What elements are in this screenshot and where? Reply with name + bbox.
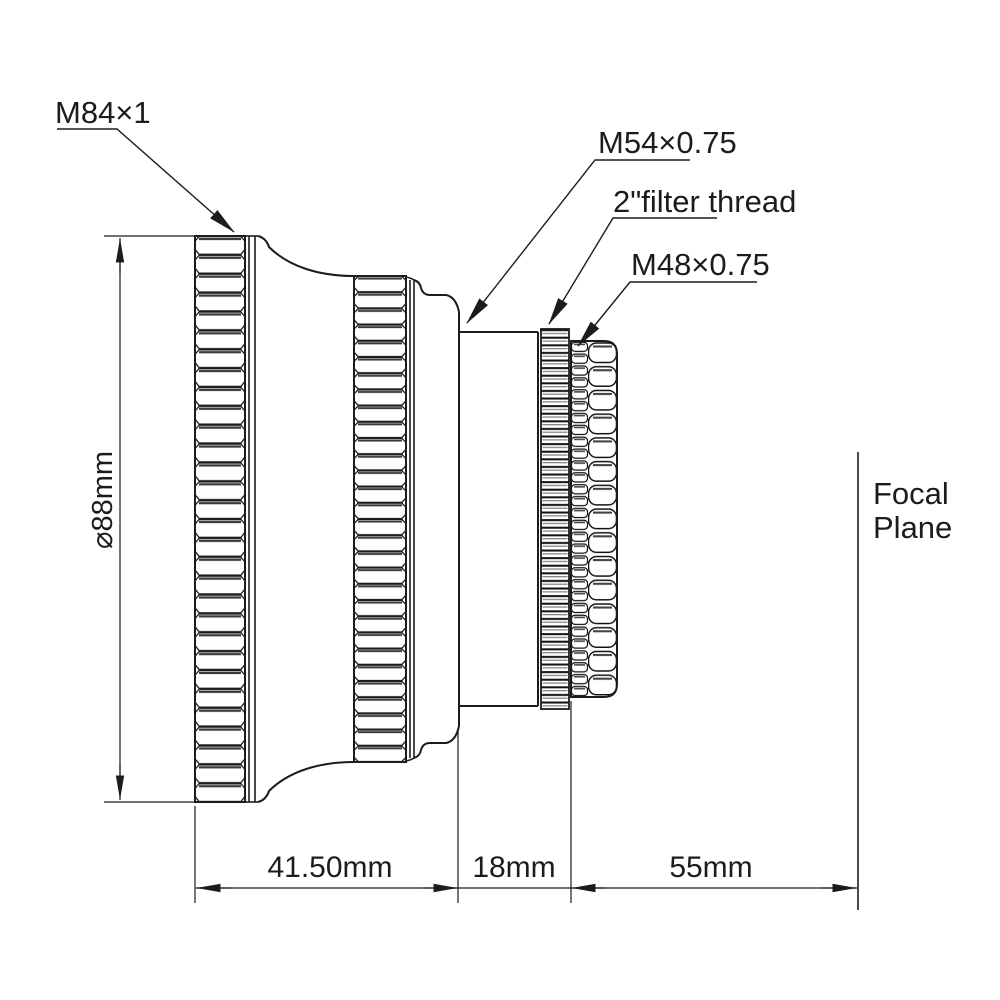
dim-diameter: ⌀88mm <box>87 451 119 549</box>
label-filter-thread: 2"filter thread <box>613 184 796 219</box>
label-m48: M48×0.75 <box>631 247 770 282</box>
label-focal-plane-1: Focal <box>873 476 949 511</box>
leader-m54 <box>466 159 690 324</box>
leader-lines <box>57 128 757 347</box>
label-focal-plane-2: Plane <box>873 510 952 545</box>
leader-m48 <box>577 281 757 347</box>
label-m54: M54×0.75 <box>598 125 737 160</box>
m84-knurl-ring <box>194 235 246 803</box>
leader-m84 <box>57 128 235 233</box>
annotation-labels: M84×1 M54×0.75 2"filter thread M48×0.75 … <box>55 95 952 884</box>
mid-shoulder <box>405 276 460 762</box>
front-collar <box>245 235 258 803</box>
adapter-body <box>194 235 618 803</box>
filter-thread-section <box>540 328 570 710</box>
dim-body-length: 41.50mm <box>267 851 392 884</box>
m48-knurl-ring <box>570 340 618 698</box>
m54-cylinder <box>459 331 539 707</box>
mid-knurl-ring <box>353 275 407 763</box>
dimension-lines <box>104 235 859 910</box>
dim-mid-length: 18mm <box>472 851 555 884</box>
label-m84: M84×1 <box>55 95 151 130</box>
body-taper-top <box>257 235 355 277</box>
dim-back-focus: 55mm <box>669 851 752 884</box>
leader-filter <box>548 217 717 325</box>
body-taper-bottom <box>257 761 355 803</box>
